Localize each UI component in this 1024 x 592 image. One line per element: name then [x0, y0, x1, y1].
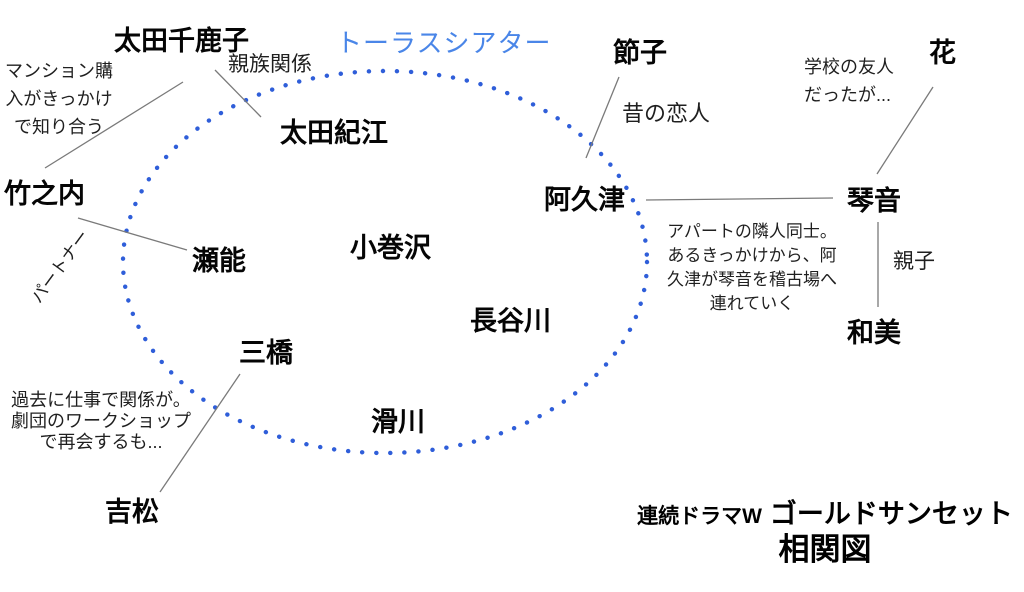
relation-partner-note: パートナー: [27, 226, 93, 307]
footer-series-line: 連続ドラマW ゴールドサンセット: [630, 499, 1020, 530]
line-setsuko-akutsu: [585, 76, 620, 159]
person-ota-chikako: 太田千鹿子: [114, 26, 249, 56]
footer-series-prefix: 連続ドラマW: [637, 505, 762, 528]
relation-neighbors-note: アパートの隣人同士。あるきっかけから、阿久津が琴音を稽古場へ連れていく: [667, 222, 837, 313]
person-takenouchi: 竹之内: [4, 179, 85, 209]
person-ota-norie: 太田紀江: [280, 118, 388, 148]
footer-title: 連続ドラマW ゴールドサンセット 相関図: [630, 499, 1020, 567]
line-mitsuhashi-yoshimatsu: [159, 373, 241, 493]
person-namekawa: 滑川: [371, 407, 425, 437]
theater-ellipse: [120, 68, 650, 456]
footer-diagram-type: 相関図: [778, 531, 872, 567]
relation-past-work-note: 過去に仕事で関係が。劇団のワークショップで再会するも...: [11, 390, 191, 452]
footer-series-name: ゴールドサンセット: [769, 499, 1013, 529]
line-akutsu-kotone: [645, 197, 834, 201]
person-hana: 花: [929, 38, 956, 68]
relation-old-lover-note: 昔の恋人: [622, 101, 711, 126]
relation-school-friend-note: 学校の友人だったが...: [804, 57, 894, 105]
person-komakizawa: 小巻沢: [350, 233, 431, 263]
person-kazumi: 和美: [847, 318, 901, 348]
person-senou: 瀬能: [192, 246, 246, 276]
line-chikako-norie: [214, 69, 262, 118]
person-akutsu: 阿久津: [544, 185, 625, 215]
line-takenouchi-chikako: [44, 81, 184, 169]
line-hana-kotone: [876, 86, 934, 175]
theater-label: トーラスシアター: [336, 28, 552, 58]
person-hasegawa: 長谷川: [470, 306, 551, 336]
line-takenouchi-senou: [77, 217, 188, 251]
person-yoshimatsu: 吉松: [105, 497, 159, 527]
person-kotone: 琴音: [847, 186, 901, 216]
relation-mansion-note: マンション購入がきっかけで知り合う: [5, 61, 113, 137]
relation-parent-child-note: 親子: [893, 250, 935, 273]
person-setsuko: 節子: [613, 38, 667, 68]
person-mitsuhashi: 三橋: [239, 338, 293, 368]
relation-kinship-note: 親族関係: [228, 53, 312, 76]
